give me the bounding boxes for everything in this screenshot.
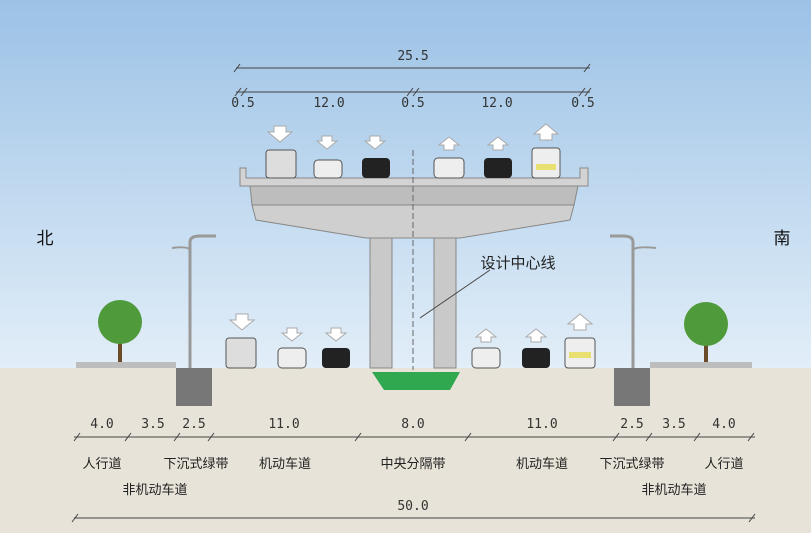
zone-label: 下沉式绿带 (599, 457, 664, 472)
street-lamp-north (171, 234, 216, 368)
zone-label: 非机动车道 (122, 482, 187, 498)
central-median (372, 372, 460, 390)
zone-label: 机动车道 (516, 456, 568, 472)
ground-dimension: 3.5 (662, 417, 685, 432)
bridge-segment: 12.0 (481, 96, 512, 111)
bridge-deck (239, 167, 589, 239)
bridge-total-width: 25.5 (397, 49, 428, 64)
ground-dimension: 4.0 (90, 417, 113, 432)
street-lamp-south (610, 234, 657, 368)
zone-label: 非机动车道 (641, 482, 706, 498)
ground-dimension: 2.5 (182, 417, 205, 432)
north-label: 北 (37, 229, 54, 249)
zone-label: 下沉式绿带 (163, 457, 228, 472)
bridge-segment: 0.5 (571, 96, 594, 111)
bridge-segment: 0.5 (231, 96, 254, 111)
zone-label: 人行道 (704, 457, 743, 472)
bridge-vehicles (265, 147, 561, 179)
bridge-dimension-lines (233, 63, 592, 97)
sunken-green-belt-north (176, 368, 212, 406)
ground-direction-arrows (228, 313, 594, 343)
bridge-pier-left (369, 231, 393, 369)
zone-label: 中央分隔带 (380, 457, 445, 472)
ground-dimension: 4.0 (712, 417, 735, 432)
sidewalk-north (76, 362, 176, 368)
centerline-label: 设计中心线 (480, 254, 555, 272)
sunken-green-belt-south (614, 368, 650, 406)
ground-vehicles (225, 337, 596, 369)
centerline-leader (419, 269, 491, 319)
zone-label: 机动车道 (259, 456, 311, 472)
ground-dimension: 8.0 (401, 417, 424, 432)
bridge-pier-right (433, 231, 457, 369)
ground-total-width: 50.0 (397, 499, 428, 514)
sidewalk-south (650, 362, 752, 368)
ground-dimension-lines (71, 432, 756, 523)
tree-north (98, 300, 142, 362)
ground (0, 368, 811, 533)
ground-dimension: 3.5 (141, 417, 164, 432)
ground-dimension: 2.5 (620, 417, 643, 432)
tree-south (684, 302, 728, 362)
ground-dimension: 11.0 (526, 417, 557, 432)
ground-dimension: 11.0 (268, 417, 299, 432)
zone-label: 人行道 (82, 457, 121, 472)
bridge-segment: 0.5 (401, 96, 424, 111)
bridge-direction-arrows (266, 123, 560, 151)
bridge-segment: 12.0 (313, 96, 344, 111)
south-label: 南 (774, 229, 791, 249)
